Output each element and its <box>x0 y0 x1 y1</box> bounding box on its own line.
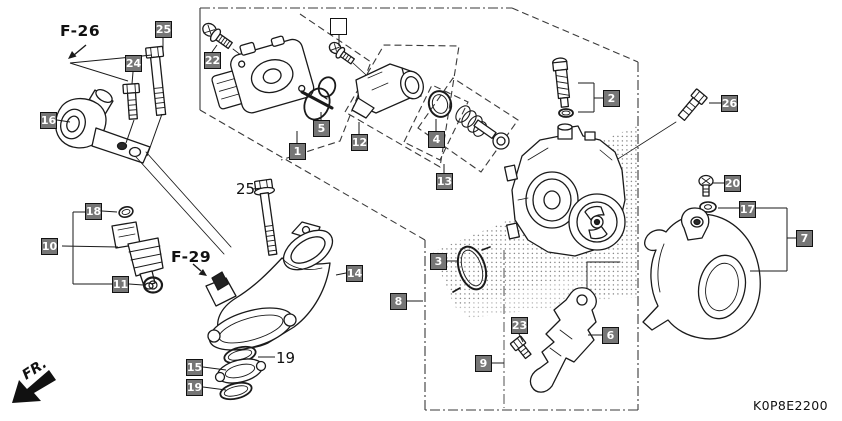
part-badge-6[interactable]: 6 <box>602 327 619 344</box>
part-drawing-bolt-13 <box>473 119 510 150</box>
part-callout-25: 25 <box>236 180 256 198</box>
front-direction-marker: FR. <box>12 356 56 403</box>
part-badge-13[interactable]: 13 <box>436 173 453 190</box>
part-drawing-bolt-26 <box>677 88 708 122</box>
part-drawing-o-ring-2 <box>558 108 574 118</box>
part-badge-22[interactable]: 22 <box>204 52 221 69</box>
part-drawing-intake-manifold-14 <box>205 221 334 351</box>
part-badge-7[interactable]: 7 <box>796 230 813 247</box>
part-drawing-injector-10 <box>111 221 164 290</box>
part-badge-14[interactable]: 14 <box>346 265 363 282</box>
part-badge-1[interactable]: 1 <box>289 143 306 160</box>
part-badge-18[interactable]: 18 <box>85 203 102 220</box>
part-badge-16[interactable]: 16 <box>40 112 57 129</box>
part-badge-8[interactable]: 8 <box>390 293 407 310</box>
part-drawing-bolt-25 <box>145 45 167 116</box>
part-badge-10[interactable]: 10 <box>41 238 58 255</box>
part-badge-5[interactable]: 5 <box>313 120 330 137</box>
part-badge-9[interactable]: 9 <box>475 355 492 372</box>
part-drawing-screw-20 <box>698 174 714 197</box>
part-badge-4[interactable]: 4 <box>428 131 445 148</box>
part-drawing-joint-16 <box>54 88 151 164</box>
part-drawing-map-sensor-12 <box>351 63 424 119</box>
part-drawing-screw-21 <box>328 41 355 65</box>
part-drawing-fuel-pipe <box>135 151 232 255</box>
diagram-code: K0P8E2200 <box>753 398 828 413</box>
part-drawing-bolt-24 <box>122 82 141 120</box>
part-callout-19: 19 <box>276 349 296 367</box>
part-drawing-o-ring-4 <box>427 90 453 118</box>
part-badge-12[interactable]: 12 <box>351 134 368 151</box>
part-drawing-bolt-25b <box>253 178 278 256</box>
part-drawing-bracket-6 <box>529 287 597 393</box>
part-drawing-o-ring-18 <box>118 206 134 218</box>
part-badge-blank[interactable] <box>330 18 347 35</box>
part-drawing-seal-11 <box>142 276 164 294</box>
part-drawing-insulator-15 <box>214 358 267 384</box>
part-drawing-washer-17 <box>699 201 717 213</box>
part-drawing-throttle-sensor-1 <box>211 35 315 114</box>
part-drawing-screw-2 <box>552 57 571 108</box>
part-drawing-screw-22 <box>202 22 233 50</box>
part-drawing-o-ring-19b <box>219 381 253 401</box>
part-badge-25[interactable]: 25 <box>155 21 172 38</box>
part-badge-3[interactable]: 3 <box>430 253 447 270</box>
part-drawing-gasket-3 <box>452 245 491 293</box>
part-badge-20[interactable]: 20 <box>724 175 741 192</box>
part-drawing-cover-7 <box>642 207 761 340</box>
part-badge-26[interactable]: 26 <box>721 95 738 112</box>
part-drawing-gasket-5 <box>303 76 337 121</box>
part-badge-24[interactable]: 24 <box>125 55 142 72</box>
leader-lines <box>56 35 796 391</box>
part-badge-2[interactable]: 2 <box>603 90 620 107</box>
part-badge-19[interactable]: 19 <box>186 379 203 396</box>
boundary-lines <box>199 7 639 411</box>
part-badge-11[interactable]: 11 <box>112 276 129 293</box>
part-badge-15[interactable]: 15 <box>186 359 203 376</box>
part-badge-23[interactable]: 23 <box>511 317 528 334</box>
ref-link-f-26[interactable]: F-26 <box>60 22 101 40</box>
ref-link-f-29[interactable]: F-29 <box>171 248 212 266</box>
part-drawing-throttle-body <box>504 123 626 293</box>
reference-arrows <box>68 44 207 276</box>
part-badge-17[interactable]: 17 <box>739 201 756 218</box>
sensor-shaft <box>300 90 334 110</box>
